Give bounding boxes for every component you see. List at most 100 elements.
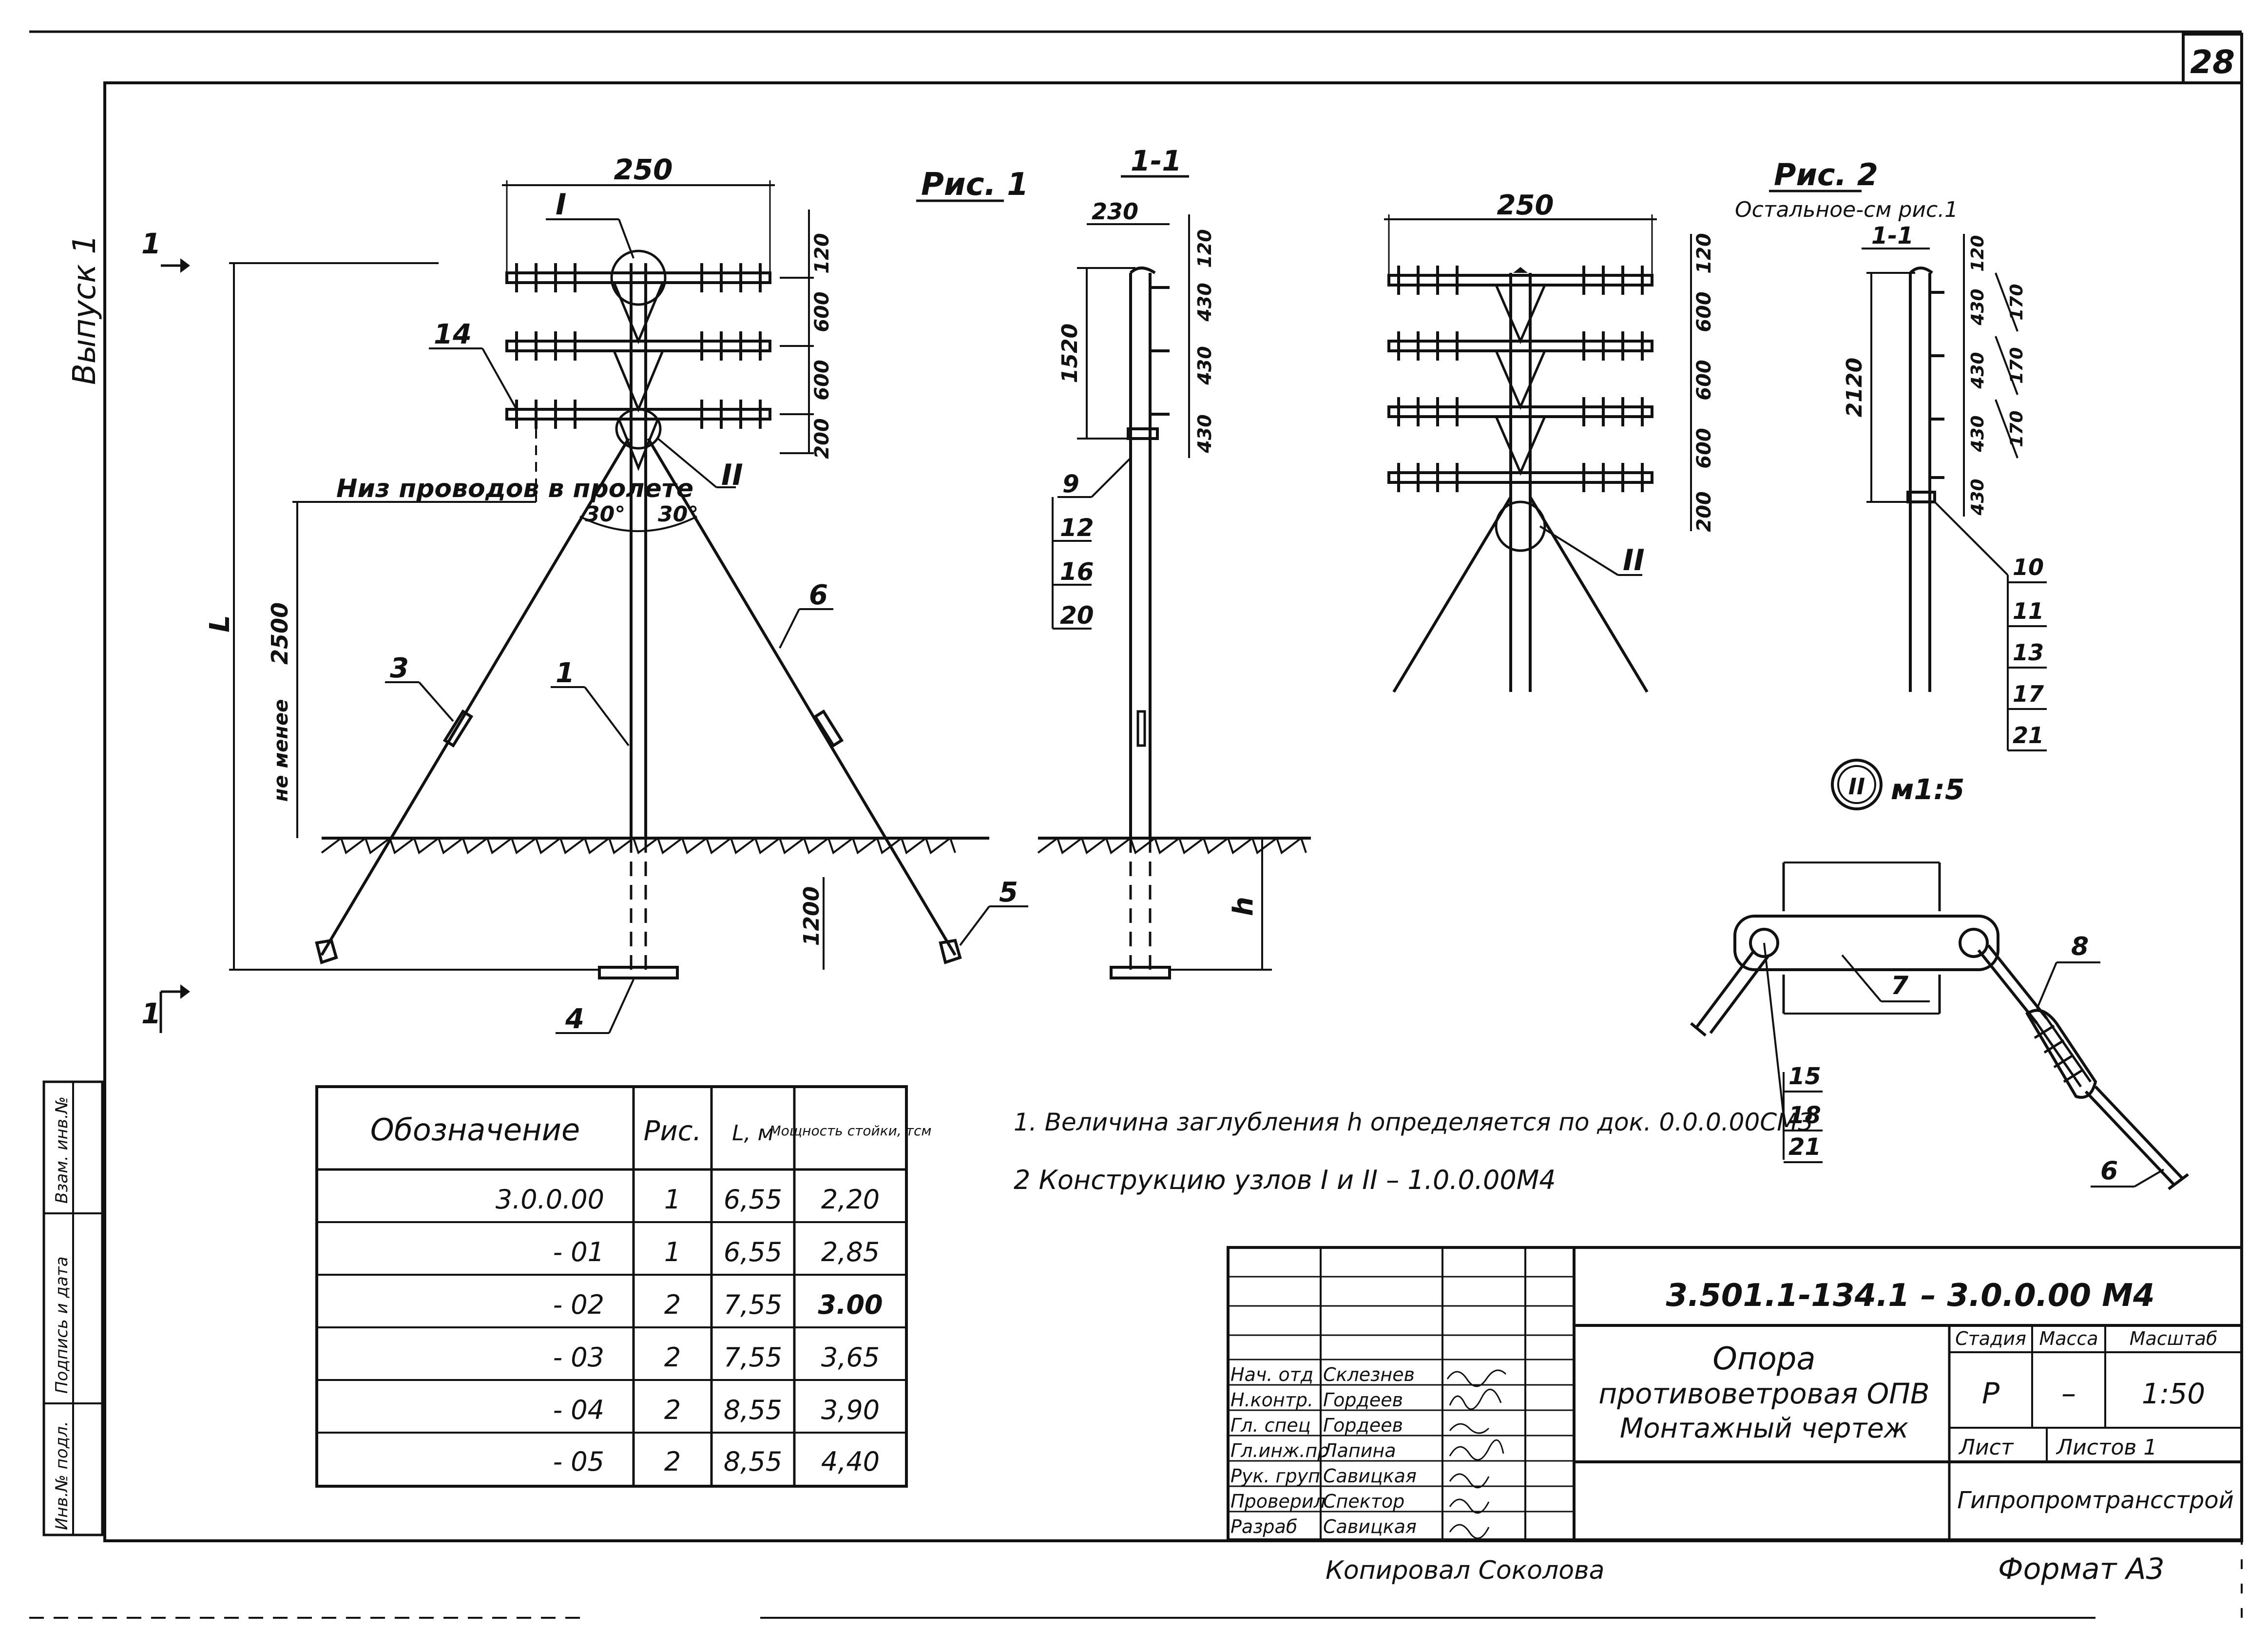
- note-2: 2 Конструкцию узлов I и II – 1.0.0.00М4: [1014, 1165, 1556, 1195]
- sec2-dim-r3: 430: [1968, 415, 1988, 452]
- cell-designation: - 05: [553, 1446, 604, 1477]
- sec2-dim-r2: 430: [1968, 352, 1988, 389]
- fig1-section-mark-bottom: 1: [141, 997, 161, 1030]
- fig1-ne-menee: не менее: [270, 699, 292, 802]
- fig1-callout-3: 3: [390, 652, 409, 684]
- fig1-caption: Рис. 1: [921, 167, 1029, 203]
- format-label: Формат А3: [1998, 1552, 2165, 1586]
- sec2-dim-2120: 2120: [1842, 358, 1867, 417]
- staff-role-5: Проверил: [1230, 1491, 1326, 1512]
- fig2-pole-front-view: Рис. 2 Остальное-см рис.1 250 II 1: [1384, 157, 1958, 693]
- sec2-dim-170-a: 170: [2007, 284, 2027, 320]
- cell-designation: - 04: [553, 1395, 604, 1425]
- side-stamp: Взам. инв.№ Подпись и дата Инв.№ подл.: [42, 1080, 104, 1536]
- sec1-caption: 1-1: [1131, 144, 1182, 177]
- sec2-callout-11: 11: [2013, 598, 2044, 624]
- fig1-callout-14: 14: [434, 319, 472, 350]
- cell-fig: 2: [664, 1446, 681, 1477]
- cell-capacity: 3.00: [818, 1289, 883, 1320]
- staff-name-2: Гордеев: [1323, 1415, 1403, 1436]
- fig1-callout-1: 1: [556, 657, 575, 689]
- fig2-dim-r2: 600: [1693, 360, 1715, 401]
- sec1-dim-r2: 430: [1194, 346, 1215, 385]
- sec2-dim-r4: 430: [1968, 479, 1988, 516]
- detail-callout-21: 21: [1788, 1133, 1821, 1161]
- staff-name-3: Лапина: [1322, 1440, 1396, 1461]
- detail-callout-15: 15: [1788, 1063, 1821, 1090]
- sec2-dim-170-b: 170: [2007, 347, 2027, 383]
- sec1-callout-16: 16: [1060, 557, 1094, 586]
- stamp-vzam: Взам. инв.№: [52, 1096, 72, 1204]
- fig2-node-II: II: [1623, 543, 1645, 577]
- staff-name-5: Спектор: [1323, 1491, 1404, 1512]
- sec2-callout-10: 10: [2013, 554, 2044, 580]
- staff-name-6: Савицкая: [1323, 1516, 1417, 1537]
- cell-fig: 1: [664, 1184, 681, 1215]
- stamp-inv: Инв.№ подл.: [52, 1421, 72, 1530]
- cell-fig: 2: [664, 1289, 681, 1320]
- sec1-dim-230: 230: [1092, 198, 1138, 225]
- sec2-dim-170-c: 170: [2007, 410, 2027, 447]
- th-oboznachenie: Обозначение: [370, 1112, 580, 1148]
- cell-capacity: 4,40: [821, 1446, 880, 1477]
- detail-callout-18: 18: [1788, 1102, 1821, 1129]
- fig1-dim-L: L: [204, 615, 236, 632]
- cell-capacity: 2,85: [821, 1237, 880, 1267]
- section-1-1-fig2: 1-1 2120 120 430 430 430 430 170 170 170: [1842, 222, 2047, 751]
- cell-fig: 2: [664, 1342, 681, 1373]
- scale-value: 1:50: [2142, 1377, 2205, 1410]
- sec2-callout-13: 13: [2013, 639, 2044, 666]
- fig2-caption: Рис. 2: [1774, 157, 1878, 192]
- cell-length: 7,55: [724, 1342, 782, 1373]
- th-L: L, м: [732, 1121, 774, 1146]
- cell-capacity: 3,65: [821, 1342, 880, 1373]
- fig1-callout-5: 5: [999, 877, 1018, 908]
- fig1-dim-r2: 600: [811, 360, 833, 401]
- note-1: 1. Величина заглубления h определяется п…: [1014, 1108, 1813, 1136]
- sec1-dim-h: h: [1228, 897, 1259, 916]
- cell-capacity: 3,90: [821, 1395, 880, 1425]
- staff-name-4: Савицкая: [1323, 1465, 1417, 1487]
- staff-role-1: Н.контр.: [1230, 1389, 1313, 1411]
- fig2-dim-r4: 200: [1693, 491, 1715, 532]
- sec1-dim-r1: 430: [1194, 283, 1215, 322]
- staff-role-0: Нач. отд: [1230, 1364, 1313, 1385]
- doc-title-2: противоветровая ОПВ: [1598, 1377, 1929, 1410]
- fig2-dim-r1: 600: [1693, 291, 1715, 332]
- staff-role-6: Разраб: [1230, 1516, 1297, 1537]
- table-row: - 05 2 8,55 4,40: [553, 1446, 880, 1477]
- table-row: - 03 2 7,55 3,65: [553, 1342, 880, 1373]
- sec1-callout-9: 9: [1062, 470, 1079, 498]
- detail-scale: м1:5: [1891, 773, 1964, 806]
- detail-callout-6: 6: [2100, 1156, 2118, 1186]
- cell-designation: - 03: [553, 1342, 604, 1373]
- sec1-dim-r3: 430: [1194, 414, 1215, 453]
- mass-header: Масса: [2039, 1328, 2098, 1349]
- cell-designation: 3.0.0.00: [496, 1184, 604, 1215]
- sheet-number: 28: [2190, 43, 2235, 81]
- node-II-detail: II м1:5 8 7 15 18 21: [1690, 759, 2189, 1190]
- doc-title-3: Монтажный чертеж: [1620, 1413, 1908, 1444]
- scale-header: Масштаб: [2130, 1328, 2218, 1349]
- fig1-wires-label: Низ проводов в пролете: [336, 474, 693, 503]
- fig1-callout-6: 6: [809, 579, 828, 611]
- doc-code: 3.501.1-134.1 – 3.0.0.00 М4: [1666, 1278, 2155, 1314]
- table-row: - 02 2 7,55 3.00: [553, 1289, 883, 1320]
- table-row: - 01 1 6,55 2,85: [553, 1237, 880, 1267]
- staff-role-3: Гл.инж.пр: [1230, 1440, 1329, 1461]
- fig1-dim-250: 250: [614, 153, 673, 186]
- staff-name-0: Склезнев: [1323, 1364, 1415, 1385]
- sec2-callout-17: 17: [2013, 681, 2044, 707]
- org-name: Гипропромтрансстрой: [1957, 1487, 2234, 1514]
- title-block: 3.501.1-134.1 – 3.0.0.00 М4 Опора против…: [1227, 1246, 2243, 1541]
- sheet-frame: 28: [29, 30, 2243, 1623]
- fig2-subcaption: Остальное-см рис.1: [1735, 197, 1958, 222]
- fig1-angle-right: 30°: [658, 502, 698, 527]
- fig2-dim-250: 250: [1497, 190, 1554, 221]
- fig1-dim-2500: 2500: [267, 602, 293, 665]
- spec-table: Обозначение Рис. L, м Мощность стойки, т…: [315, 1085, 931, 1488]
- cell-length: 7,55: [724, 1289, 782, 1320]
- cell-designation: - 01: [553, 1237, 604, 1267]
- cell-length: 8,55: [724, 1395, 782, 1425]
